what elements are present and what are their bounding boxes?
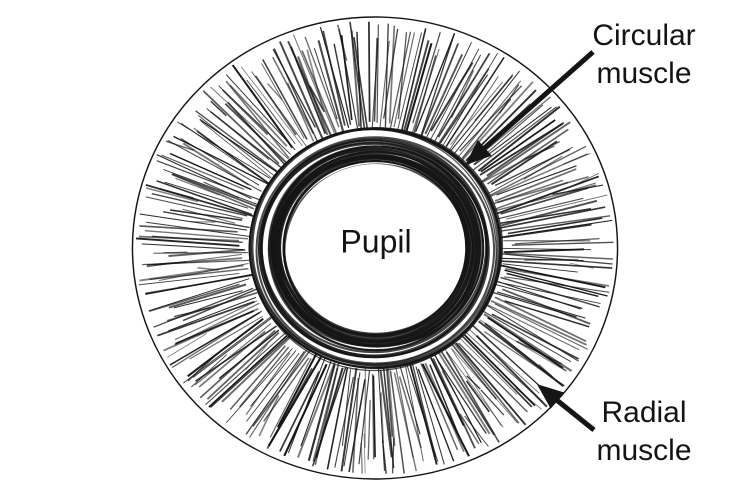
pupil-label: Pupil bbox=[340, 223, 412, 260]
radial-muscle-strokes bbox=[135, 21, 614, 474]
circular-muscle-label-line1: Circular bbox=[592, 19, 696, 52]
radial-muscle-label-line2: muscle bbox=[596, 434, 692, 467]
circular-muscle-label-line2: muscle bbox=[596, 57, 692, 90]
radial-muscle-label-line1: Radial bbox=[601, 396, 687, 429]
pupil-circle bbox=[286, 164, 464, 332]
circular-muscle-ring bbox=[248, 127, 504, 372]
radial-muscle-arrow bbox=[536, 384, 596, 432]
iris-body bbox=[131, 16, 619, 480]
circular-muscle-label: Circular muscle bbox=[554, 17, 734, 93]
outer-iris-circle bbox=[131, 16, 619, 480]
circular-muscle-arrow bbox=[465, 50, 595, 166]
radial-muscle-label: Radial muscle bbox=[554, 394, 734, 470]
